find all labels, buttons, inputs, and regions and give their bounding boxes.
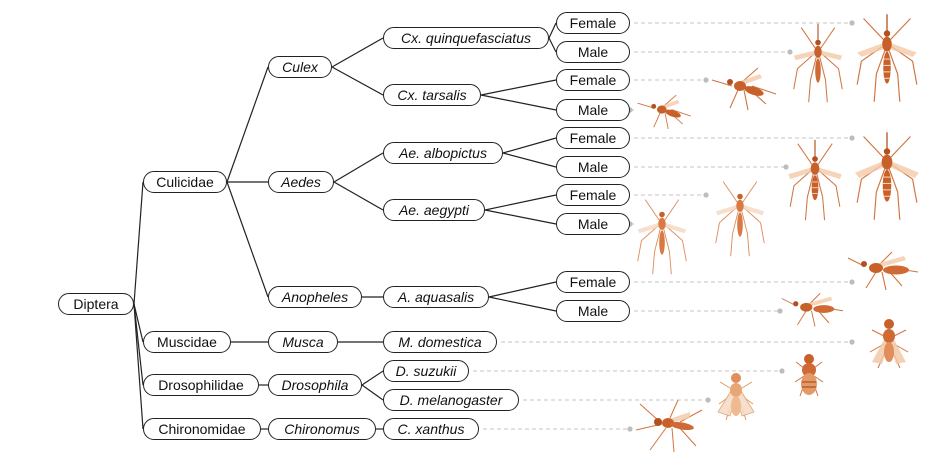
leader-dot bbox=[627, 426, 633, 432]
tree-edge bbox=[502, 152, 557, 168]
node-chironomidae: Chironomidae bbox=[143, 418, 261, 440]
node-anopheles: Anopheles bbox=[268, 286, 362, 308]
tree-edge bbox=[484, 194, 557, 211]
node-ae-albopictus-female: Female bbox=[556, 127, 630, 149]
node-cx-tarsalis-female: Female bbox=[556, 69, 630, 91]
node-d-suzukii: D. suzukii bbox=[383, 360, 469, 382]
tree-edge bbox=[480, 94, 557, 111]
node-drosophila: Drosophila bbox=[268, 374, 362, 396]
node-culex: Culex bbox=[268, 56, 332, 78]
node-cx-quinquefasciatus: Cx. quinquefasciatus bbox=[383, 27, 549, 49]
tree-edge bbox=[133, 181, 144, 305]
node-culicidae: Culicidae bbox=[143, 171, 227, 193]
tree-edge bbox=[488, 296, 557, 312]
node-cx-quinquefasciatus-male: Male bbox=[556, 41, 630, 63]
tree-edge bbox=[488, 281, 557, 298]
node-c-xanthus: C. xanthus bbox=[383, 418, 479, 440]
node-muscidae: Muscidae bbox=[143, 331, 231, 353]
mosquito-female-icon bbox=[715, 181, 765, 257]
tree-edge bbox=[226, 181, 269, 298]
node-ae-albopictus-male: Male bbox=[556, 156, 630, 178]
node-d-melanogaster: D. melanogaster bbox=[383, 389, 519, 411]
node-musca: Musca bbox=[268, 331, 338, 353]
mosquito-male-icon bbox=[793, 23, 843, 103]
mosquito-female-icon bbox=[856, 14, 918, 102]
mosquito-female-icon bbox=[711, 67, 777, 111]
node-a-aquasalis: A. aquasalis bbox=[383, 286, 489, 308]
node-chironomus: Chironomus bbox=[268, 418, 376, 440]
tree-edge bbox=[331, 66, 384, 96]
tree-edge bbox=[361, 370, 384, 386]
midge-icon bbox=[635, 399, 703, 453]
fruit-fly-icon bbox=[794, 354, 824, 397]
node-drosophilidae: Drosophilidae bbox=[143, 374, 259, 396]
node-cx-tarsalis: Cx. tarsalis bbox=[383, 84, 481, 106]
tree-edge bbox=[226, 66, 269, 183]
mosquito-male-icon bbox=[781, 292, 844, 327]
node-aedes: Aedes bbox=[268, 171, 334, 193]
leader-dot bbox=[783, 164, 789, 170]
tree-edge bbox=[480, 79, 557, 96]
leader-dot bbox=[849, 20, 855, 26]
fruit-fly-icon bbox=[717, 373, 755, 421]
leader-dot bbox=[779, 368, 785, 374]
tree-edge bbox=[333, 152, 384, 183]
leader-dot bbox=[703, 192, 709, 198]
node-cx-tarsalis-male: Male bbox=[556, 99, 630, 121]
mosquito-male-icon bbox=[788, 139, 842, 221]
node-ae-aegypti-male: Male bbox=[556, 213, 630, 235]
node-a-aquasalis-female: Female bbox=[556, 271, 630, 293]
tree-edge bbox=[133, 303, 144, 430]
mosquito-male-icon bbox=[637, 94, 691, 130]
tree-edge bbox=[361, 384, 384, 401]
tree-edge bbox=[331, 37, 384, 68]
node-ae-albopictus: Ae. albopictus bbox=[383, 142, 503, 164]
leader-dot bbox=[787, 49, 793, 55]
node-a-aquasalis-male: Male bbox=[556, 300, 630, 322]
node-ae-aegypti: Ae. aegypti bbox=[383, 199, 485, 221]
leader-dot bbox=[705, 397, 711, 403]
mosquito-male-icon bbox=[637, 199, 687, 275]
node-cx-quinquefasciatus-female: Female bbox=[556, 12, 630, 34]
housefly-icon bbox=[869, 319, 909, 369]
node-ae-aegypti-female: Female bbox=[556, 184, 630, 206]
leader-dot bbox=[777, 308, 783, 314]
mosquito-female-icon bbox=[855, 132, 919, 220]
node-m-domestica: M. domestica bbox=[383, 331, 497, 353]
tree-edge bbox=[502, 137, 557, 154]
tree-edge bbox=[484, 209, 557, 225]
leader-dot bbox=[849, 135, 855, 141]
tree-edge bbox=[548, 37, 557, 53]
tree-edge bbox=[133, 303, 144, 343]
leader-dot bbox=[849, 279, 855, 285]
mosquito-female-icon bbox=[847, 251, 919, 291]
leader-dot bbox=[703, 77, 709, 83]
tree-edge bbox=[548, 22, 557, 39]
leader-dot bbox=[849, 339, 855, 345]
node-diptera: Diptera bbox=[58, 293, 134, 315]
tree-edge bbox=[333, 181, 384, 211]
